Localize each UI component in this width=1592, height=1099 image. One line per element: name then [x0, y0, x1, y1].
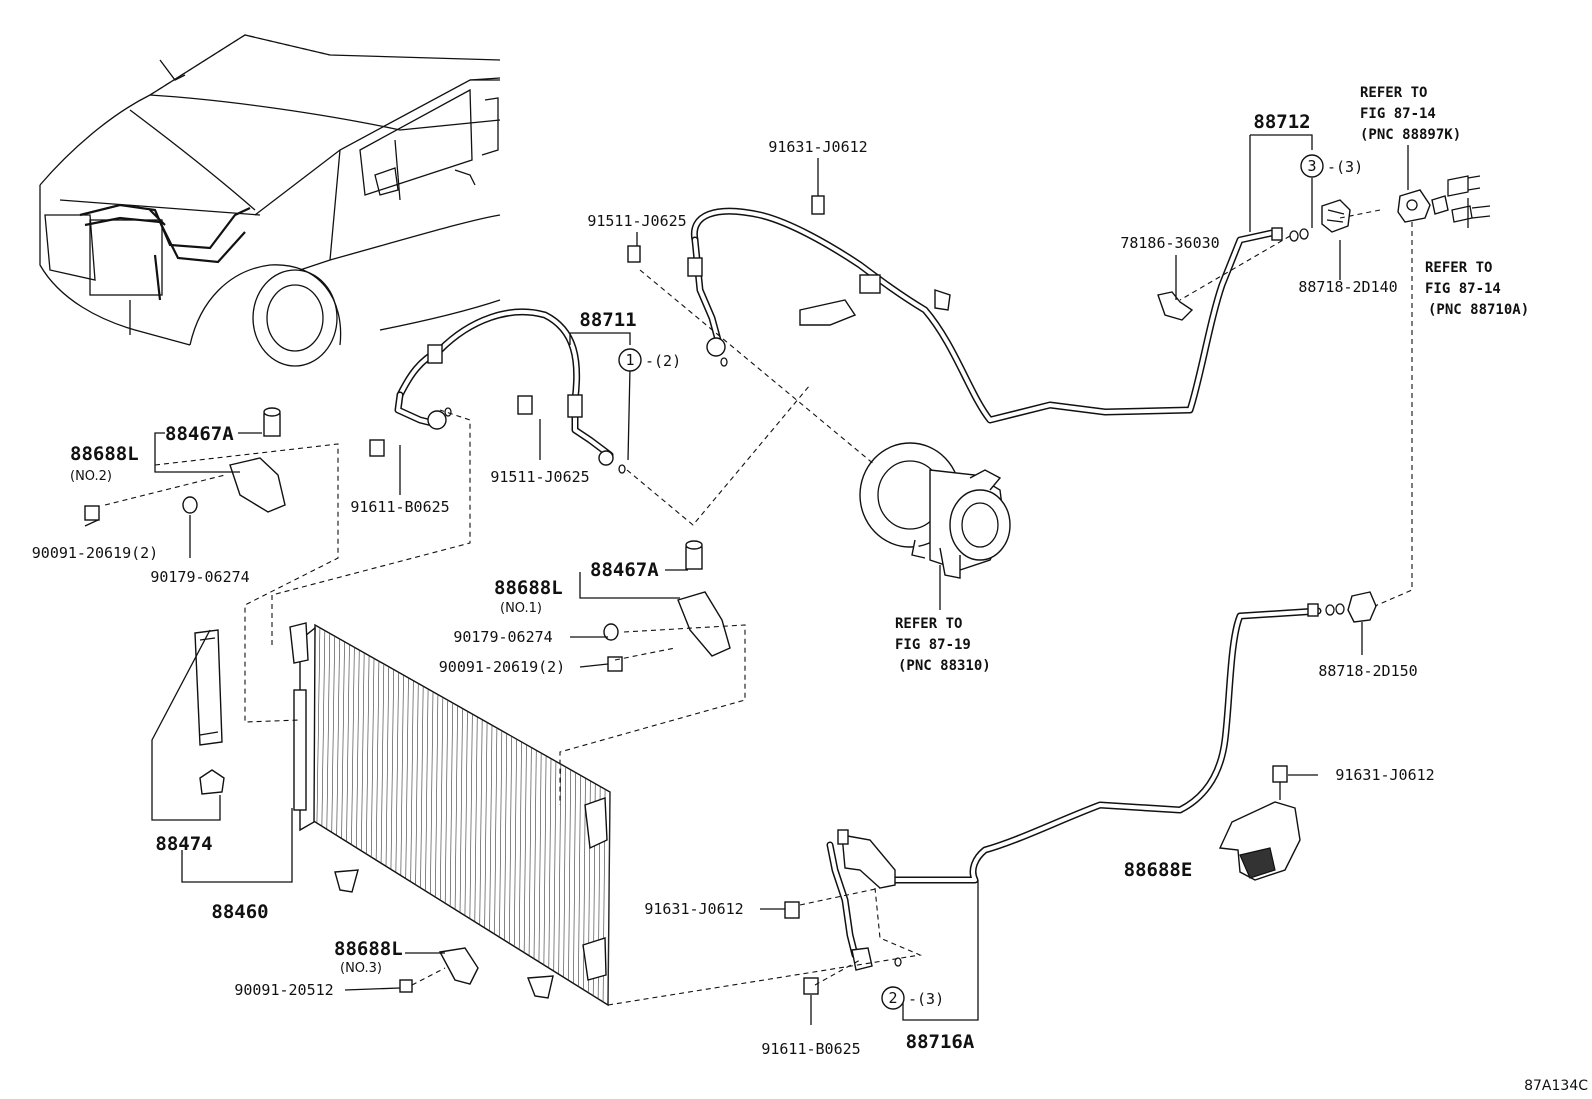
circled-ref-2-label: 2: [888, 989, 897, 1007]
label-88712-qty: -(3): [1327, 158, 1363, 176]
label-88718-2d140: 88718-2D140: [1298, 278, 1397, 296]
note-88897k-line1: REFER TO: [1360, 85, 1427, 101]
label-91631-right: 91631-J0612: [1335, 766, 1434, 784]
vehicle-illustration: [39, 34, 501, 367]
compressor: [859, 442, 1011, 579]
label-88467a-mid: 88467A: [590, 559, 659, 581]
label-88711-qty: -(2): [645, 352, 681, 370]
figure-code: 87A134C: [1524, 1078, 1588, 1094]
label-91631-mid: 91631-J0612: [644, 900, 743, 918]
note-88897k-line2: FIG 87-14: [1360, 106, 1436, 122]
leader-lines: [84, 134, 1469, 1025]
label-91611-bottom: 91611-B0625: [761, 1040, 860, 1058]
refer-notes: REFER TO FIG 87-14 (PNC 88897K) REFER TO…: [895, 85, 1529, 674]
label-88688l-no1: 88688L: [494, 577, 563, 599]
label-90179-top: 90179-06274: [150, 568, 249, 586]
label-91631-top: 91631-J0612: [768, 138, 867, 156]
side-panel-88474: [194, 629, 225, 795]
condenser: [289, 622, 611, 1007]
label-88467a-top: 88467A: [165, 423, 234, 445]
label-90091-20619-top: 90091-20619(2): [32, 544, 158, 562]
label-88718-2d150: 88718-2D150: [1318, 662, 1417, 680]
circled-ref-3: [1300, 154, 1324, 178]
circled-ref-2: [881, 986, 905, 1010]
label-88688l-no2-sub: (NO.2): [70, 469, 112, 484]
circled-ref-1-label: 1: [625, 351, 634, 369]
note-88310-line1: REFER TO: [895, 616, 962, 632]
label-88460: 88460: [211, 901, 268, 923]
suction-pipe-top: [687, 207, 1283, 424]
note-88310-line3: (PNC 88310): [898, 658, 991, 674]
label-91511-mid: 91511-J0625: [490, 468, 589, 486]
label-88688l-no1-sub: (NO.1): [500, 601, 542, 616]
note-88710a-line1: REFER TO: [1425, 260, 1492, 276]
fittings-upper-right: [1157, 175, 1491, 321]
circled-ref-3-label: 3: [1307, 157, 1316, 175]
label-88688e: 88688E: [1124, 859, 1193, 881]
label-88711: 88711: [579, 309, 636, 331]
label-88716a-qty: -(3): [908, 990, 944, 1008]
circled-refs: 1 3 2: [618, 154, 1324, 1010]
label-90091-20619-mid: 90091-20619(2): [439, 658, 565, 676]
liquid-pipe-bottom: [826, 591, 1377, 971]
label-88688l-no2: 88688L: [70, 443, 139, 465]
label-91611-top: 91611-B0625: [350, 498, 449, 516]
label-88474: 88474: [155, 833, 212, 855]
note-88710a-line2: FIG 87-14: [1425, 281, 1501, 297]
label-88688l-no3-sub: (NO.3): [340, 961, 382, 976]
label-90091-20512: 90091-20512: [234, 981, 333, 999]
circled-ref-1: [618, 348, 642, 372]
label-88712: 88712: [1253, 111, 1310, 133]
label-91511-top: 91511-J0625: [587, 212, 686, 230]
note-88310-line2: FIG 87-19: [895, 637, 971, 653]
bracket-88688e: [1218, 765, 1301, 881]
brackets-and-bolts: [84, 195, 825, 995]
note-88897k-line3: (PNC 88897K): [1360, 127, 1461, 143]
label-90179-mid: 90179-06274: [453, 628, 552, 646]
label-88716a: 88716A: [906, 1031, 975, 1053]
dashed-leaders: [104, 209, 1413, 1006]
discharge-hose: [394, 308, 728, 474]
note-88710a-line3: (PNC 88710A): [1428, 302, 1529, 318]
part-labels: 91631-J0612 91511-J0625 88711 -(2) 88712…: [32, 111, 1435, 1058]
label-78186: 78186-36030: [1120, 234, 1219, 252]
label-88688l-no3: 88688L: [334, 938, 403, 960]
